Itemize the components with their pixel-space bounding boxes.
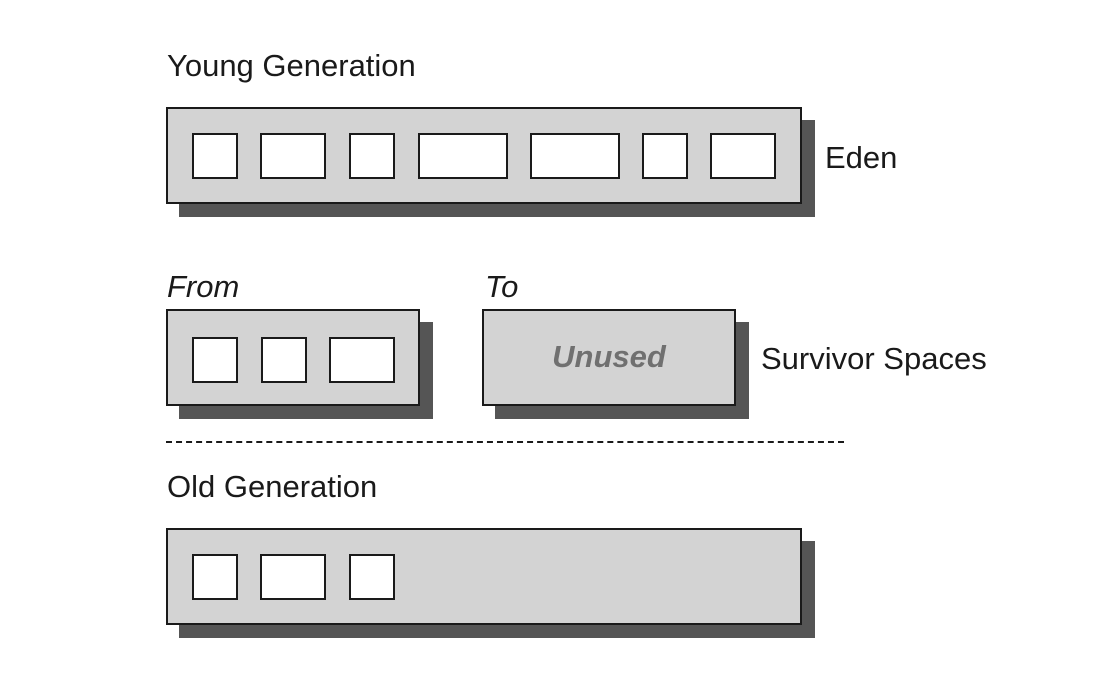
eden-object-2 bbox=[260, 133, 326, 179]
eden-space bbox=[166, 107, 802, 204]
old-generation-title: Old Generation bbox=[167, 469, 378, 504]
from-object-1 bbox=[192, 337, 238, 383]
generation-divider bbox=[166, 441, 844, 443]
eden-object-4 bbox=[418, 133, 508, 179]
from-survivor-space bbox=[166, 309, 420, 406]
eden-object-3 bbox=[349, 133, 395, 179]
eden-label: Eden bbox=[825, 140, 898, 175]
old-object-3 bbox=[349, 554, 395, 600]
from-object-3 bbox=[329, 337, 395, 383]
from-label: From bbox=[167, 269, 240, 304]
eden-object-5 bbox=[530, 133, 620, 179]
old-generation-space bbox=[166, 528, 802, 625]
survivor-spaces-label: Survivor Spaces bbox=[761, 341, 987, 376]
eden-object-6 bbox=[642, 133, 688, 179]
young-generation-title: Young Generation bbox=[167, 48, 416, 83]
unused-label: Unused bbox=[552, 339, 666, 374]
eden-object-1 bbox=[192, 133, 238, 179]
old-object-1 bbox=[192, 554, 238, 600]
to-label: To bbox=[485, 269, 519, 304]
old-object-2 bbox=[260, 554, 326, 600]
from-object-2 bbox=[261, 337, 307, 383]
to-survivor-space: Unused bbox=[482, 309, 736, 406]
eden-object-7 bbox=[710, 133, 776, 179]
